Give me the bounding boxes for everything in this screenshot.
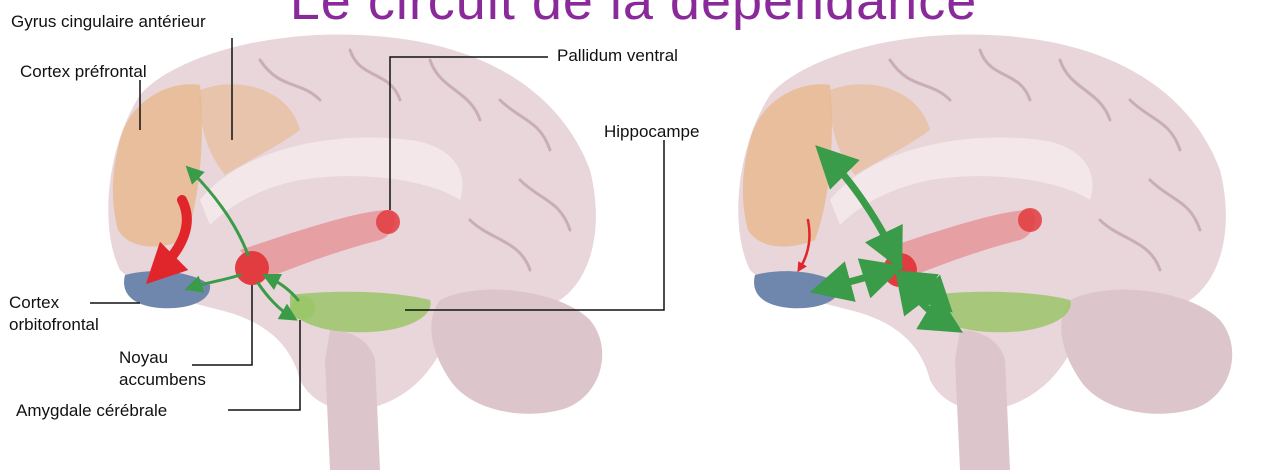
nucleus-accumbens-node — [235, 251, 269, 285]
ventral-pallidum-node — [376, 210, 400, 234]
cerebellum — [431, 290, 602, 414]
ventral-pallidum-node-right — [1018, 208, 1042, 232]
label-nucleus-accumbens-1: Noyau — [119, 348, 168, 368]
label-nucleus-accumbens-2: accumbens — [119, 370, 206, 390]
cerebellum-right — [1061, 290, 1232, 414]
label-ventral-pallidum: Pallidum ventral — [557, 46, 678, 66]
amygdala-node — [291, 296, 315, 320]
right-brain — [738, 34, 1232, 470]
label-prefrontal-cortex: Cortex préfrontal — [20, 62, 147, 82]
label-anterior-cingulate: Gyrus cingulaire antérieur — [11, 12, 206, 32]
label-orbitofrontal-1: Cortex — [9, 293, 59, 313]
prefrontal-cortex-region-right — [743, 84, 832, 246]
label-amygdala: Amygdale cérébrale — [16, 401, 167, 421]
label-hippocampus: Hippocampe — [604, 122, 699, 142]
label-orbitofrontal-2: orbitofrontal — [9, 315, 99, 335]
left-brain — [90, 34, 664, 470]
